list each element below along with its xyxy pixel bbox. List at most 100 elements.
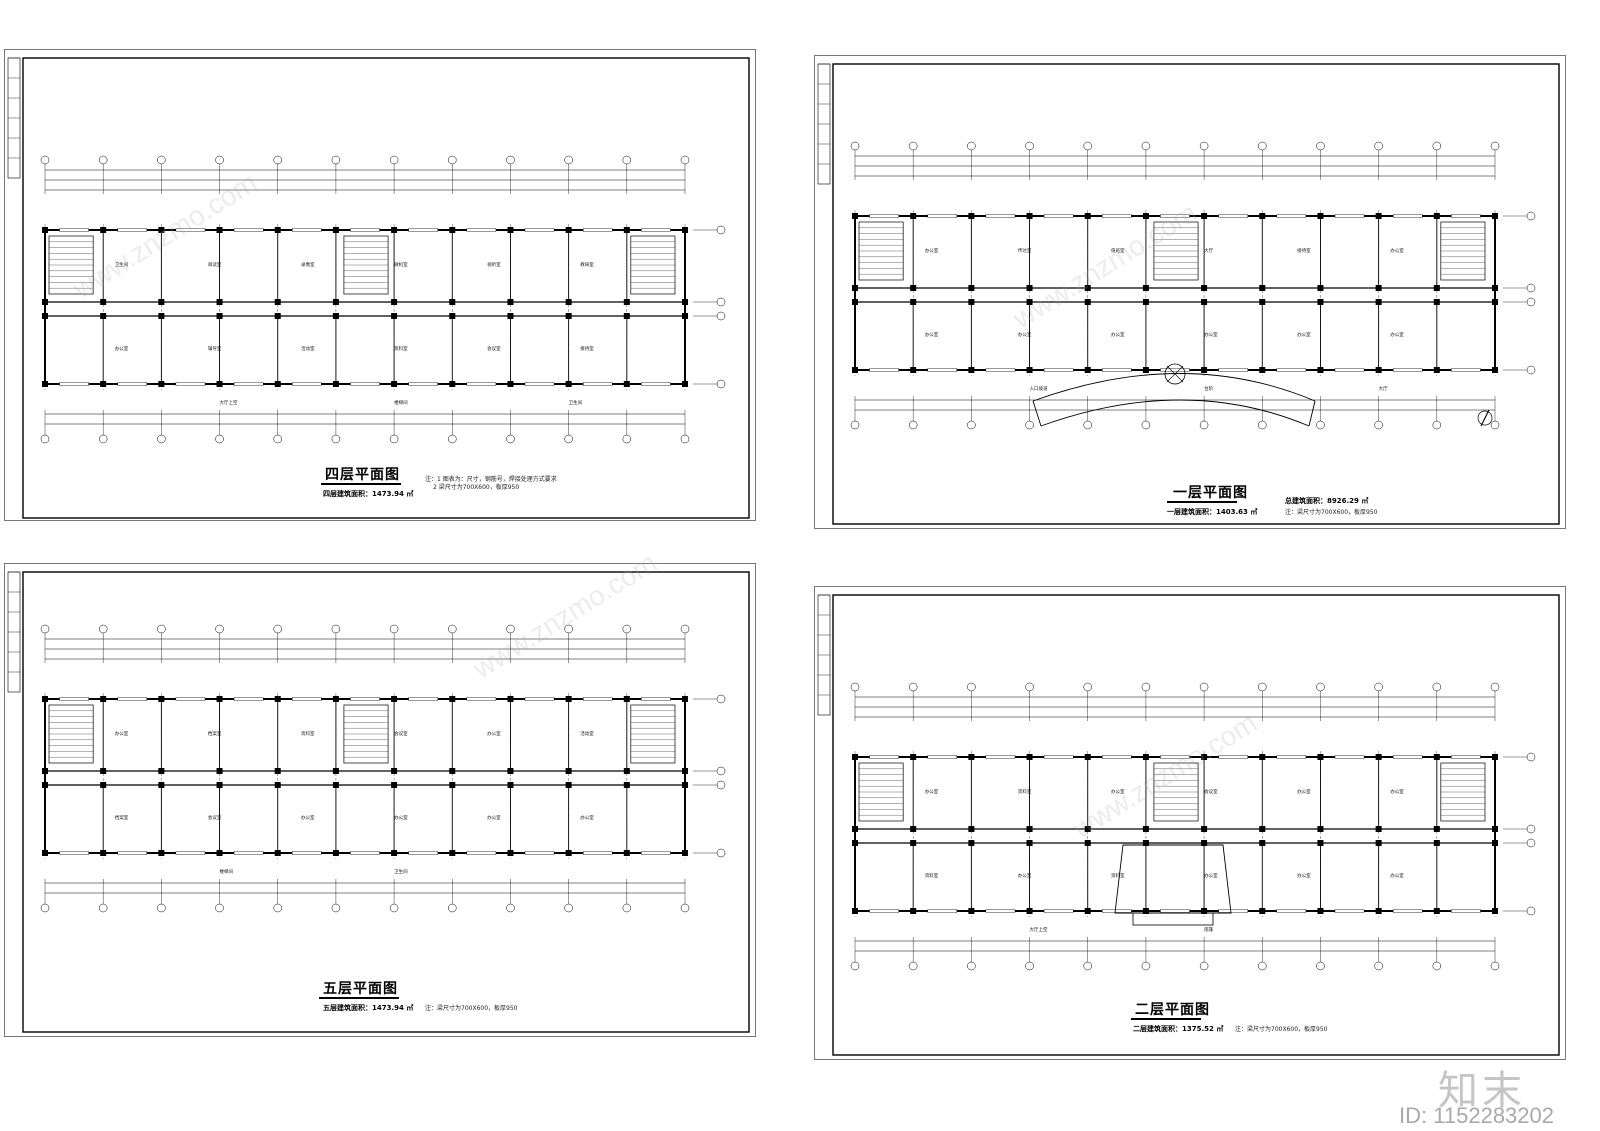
floor1-title-underline: [1167, 501, 1237, 503]
structural-column: [42, 313, 48, 319]
axis-bubble-bottom: [215, 434, 224, 444]
room-label: 传达室: [1018, 247, 1032, 254]
axis-bubble-top: [1374, 682, 1383, 692]
axis-bubble-top: [331, 155, 341, 165]
window: [927, 368, 958, 372]
window: [1160, 214, 1190, 218]
axis-bubble-bottom: [564, 434, 573, 444]
room-label: 资料室: [394, 345, 408, 352]
window: [582, 228, 613, 232]
structural-column: [1492, 754, 1498, 760]
window: [466, 851, 497, 855]
window: [1334, 909, 1365, 913]
floor1-total-area: 总建筑面积：8926.29 ㎡: [1285, 497, 1369, 505]
floor4-drawing: 卫生间阅读室录像室微机室视听室教研室办公室辅导室活动室资料室会议室接待室大厅上空…: [7, 57, 750, 519]
axis-bubble-side: [716, 311, 726, 321]
window: [927, 214, 958, 218]
window: [524, 851, 555, 855]
axis-bubble-top: [40, 624, 50, 634]
axis-bubble-top: [331, 624, 341, 634]
axis-bubble-top: [98, 624, 108, 634]
axis-bubble-top: [1374, 141, 1383, 151]
exterior-wall: [44, 698, 686, 854]
room-label: 会议室: [208, 814, 222, 821]
window: [233, 697, 264, 701]
plan-annotation: 楼梯间: [394, 399, 408, 406]
room-label: 办公室: [115, 345, 129, 352]
plan-annotation: 卫生间: [569, 399, 583, 406]
room-label: 办公室: [925, 247, 939, 254]
plan-annotation: 台阶: [1204, 385, 1213, 392]
window: [292, 851, 322, 855]
room-label: 微机室: [394, 261, 408, 268]
structural-column: [852, 826, 858, 832]
axis-bubble-top: [850, 682, 860, 692]
axis-bubble-bottom: [389, 434, 399, 444]
stair-core: [343, 704, 389, 764]
structural-column: [682, 313, 688, 319]
axis-bubble-bottom: [331, 434, 341, 444]
window: [292, 228, 322, 232]
window: [117, 228, 148, 232]
axis-bubble-top: [448, 624, 457, 634]
window: [582, 382, 613, 386]
window: [524, 697, 555, 701]
sheet-floor2-plan: 办公室资料室办公室会议室办公室办公室资料室办公室资料室办公室办公室办公室大厅上空…: [814, 586, 1566, 1060]
axis-bubble-top: [967, 682, 976, 692]
room-label: 办公室: [1018, 872, 1032, 879]
axis-bubble-bottom: [506, 903, 515, 913]
axis-bubble-top: [389, 624, 399, 634]
axis-bubble-bottom: [448, 903, 457, 913]
axis-bubble-bottom: [1199, 420, 1209, 430]
window: [1043, 755, 1074, 759]
axis-bubble-top: [850, 141, 860, 151]
stair-core: [1153, 762, 1199, 822]
stair-core: [1440, 762, 1486, 822]
axis-bubble-top: [680, 155, 690, 165]
room-label: 办公室: [301, 814, 315, 821]
structural-column: [1492, 367, 1498, 373]
structural-column: [682, 768, 688, 774]
window: [59, 228, 89, 232]
window: [1218, 909, 1248, 913]
axis-bubble-bottom: [1199, 961, 1209, 971]
exterior-wall: [854, 215, 1496, 371]
axis-bubble-top: [1432, 141, 1442, 151]
sheet-floor5-plan: 办公室档案室资料室会议室办公室活动室档案室会议室办公室办公室办公室办公室楼梯间卫…: [4, 563, 756, 1037]
room-label: 档案室: [115, 814, 129, 821]
stair-core: [343, 235, 389, 295]
room-label: 录像室: [301, 261, 315, 268]
window: [1334, 755, 1365, 759]
axis-bubble-bottom: [98, 434, 108, 444]
structural-column: [42, 299, 48, 305]
axis-bubble-top: [215, 155, 224, 165]
floor5-title-underline: [319, 997, 399, 999]
axis-bubble-bottom: [1258, 420, 1267, 430]
axis-bubble-top: [1316, 682, 1325, 692]
plan-annotation: 楼梯间: [220, 868, 234, 875]
watermark-brand-logo: 知末: [1438, 1068, 1526, 1114]
floor5-title: 五层平面图: [323, 981, 398, 997]
axis-bubble-bottom: [850, 961, 860, 971]
window: [1334, 368, 1365, 372]
room-label: 办公室: [1018, 331, 1032, 338]
axis-bubble-bottom: [1258, 961, 1267, 971]
stair-core: [858, 221, 904, 281]
axis-bubble-top: [1083, 682, 1092, 692]
window: [1102, 755, 1132, 759]
axis-bubble-bottom: [1374, 961, 1383, 971]
structural-column: [1492, 285, 1498, 291]
axis-bubble-top: [1258, 682, 1267, 692]
axis-bubble-bottom: [448, 434, 457, 444]
window: [1276, 368, 1307, 372]
window: [1160, 755, 1190, 759]
axis-bubble-top: [1141, 682, 1151, 692]
structural-column: [852, 299, 858, 305]
floor4-area: 四层建筑面积：1473.94 ㎡: [323, 490, 414, 498]
floor1-note: 注：梁尺寸为700X600，板厚950: [1285, 509, 1378, 516]
axis-bubble-top: [1025, 682, 1034, 692]
window: [1392, 368, 1423, 372]
room-label: 办公室: [1204, 872, 1218, 879]
axis-bubble-top: [967, 141, 976, 151]
structural-column: [1492, 213, 1498, 219]
